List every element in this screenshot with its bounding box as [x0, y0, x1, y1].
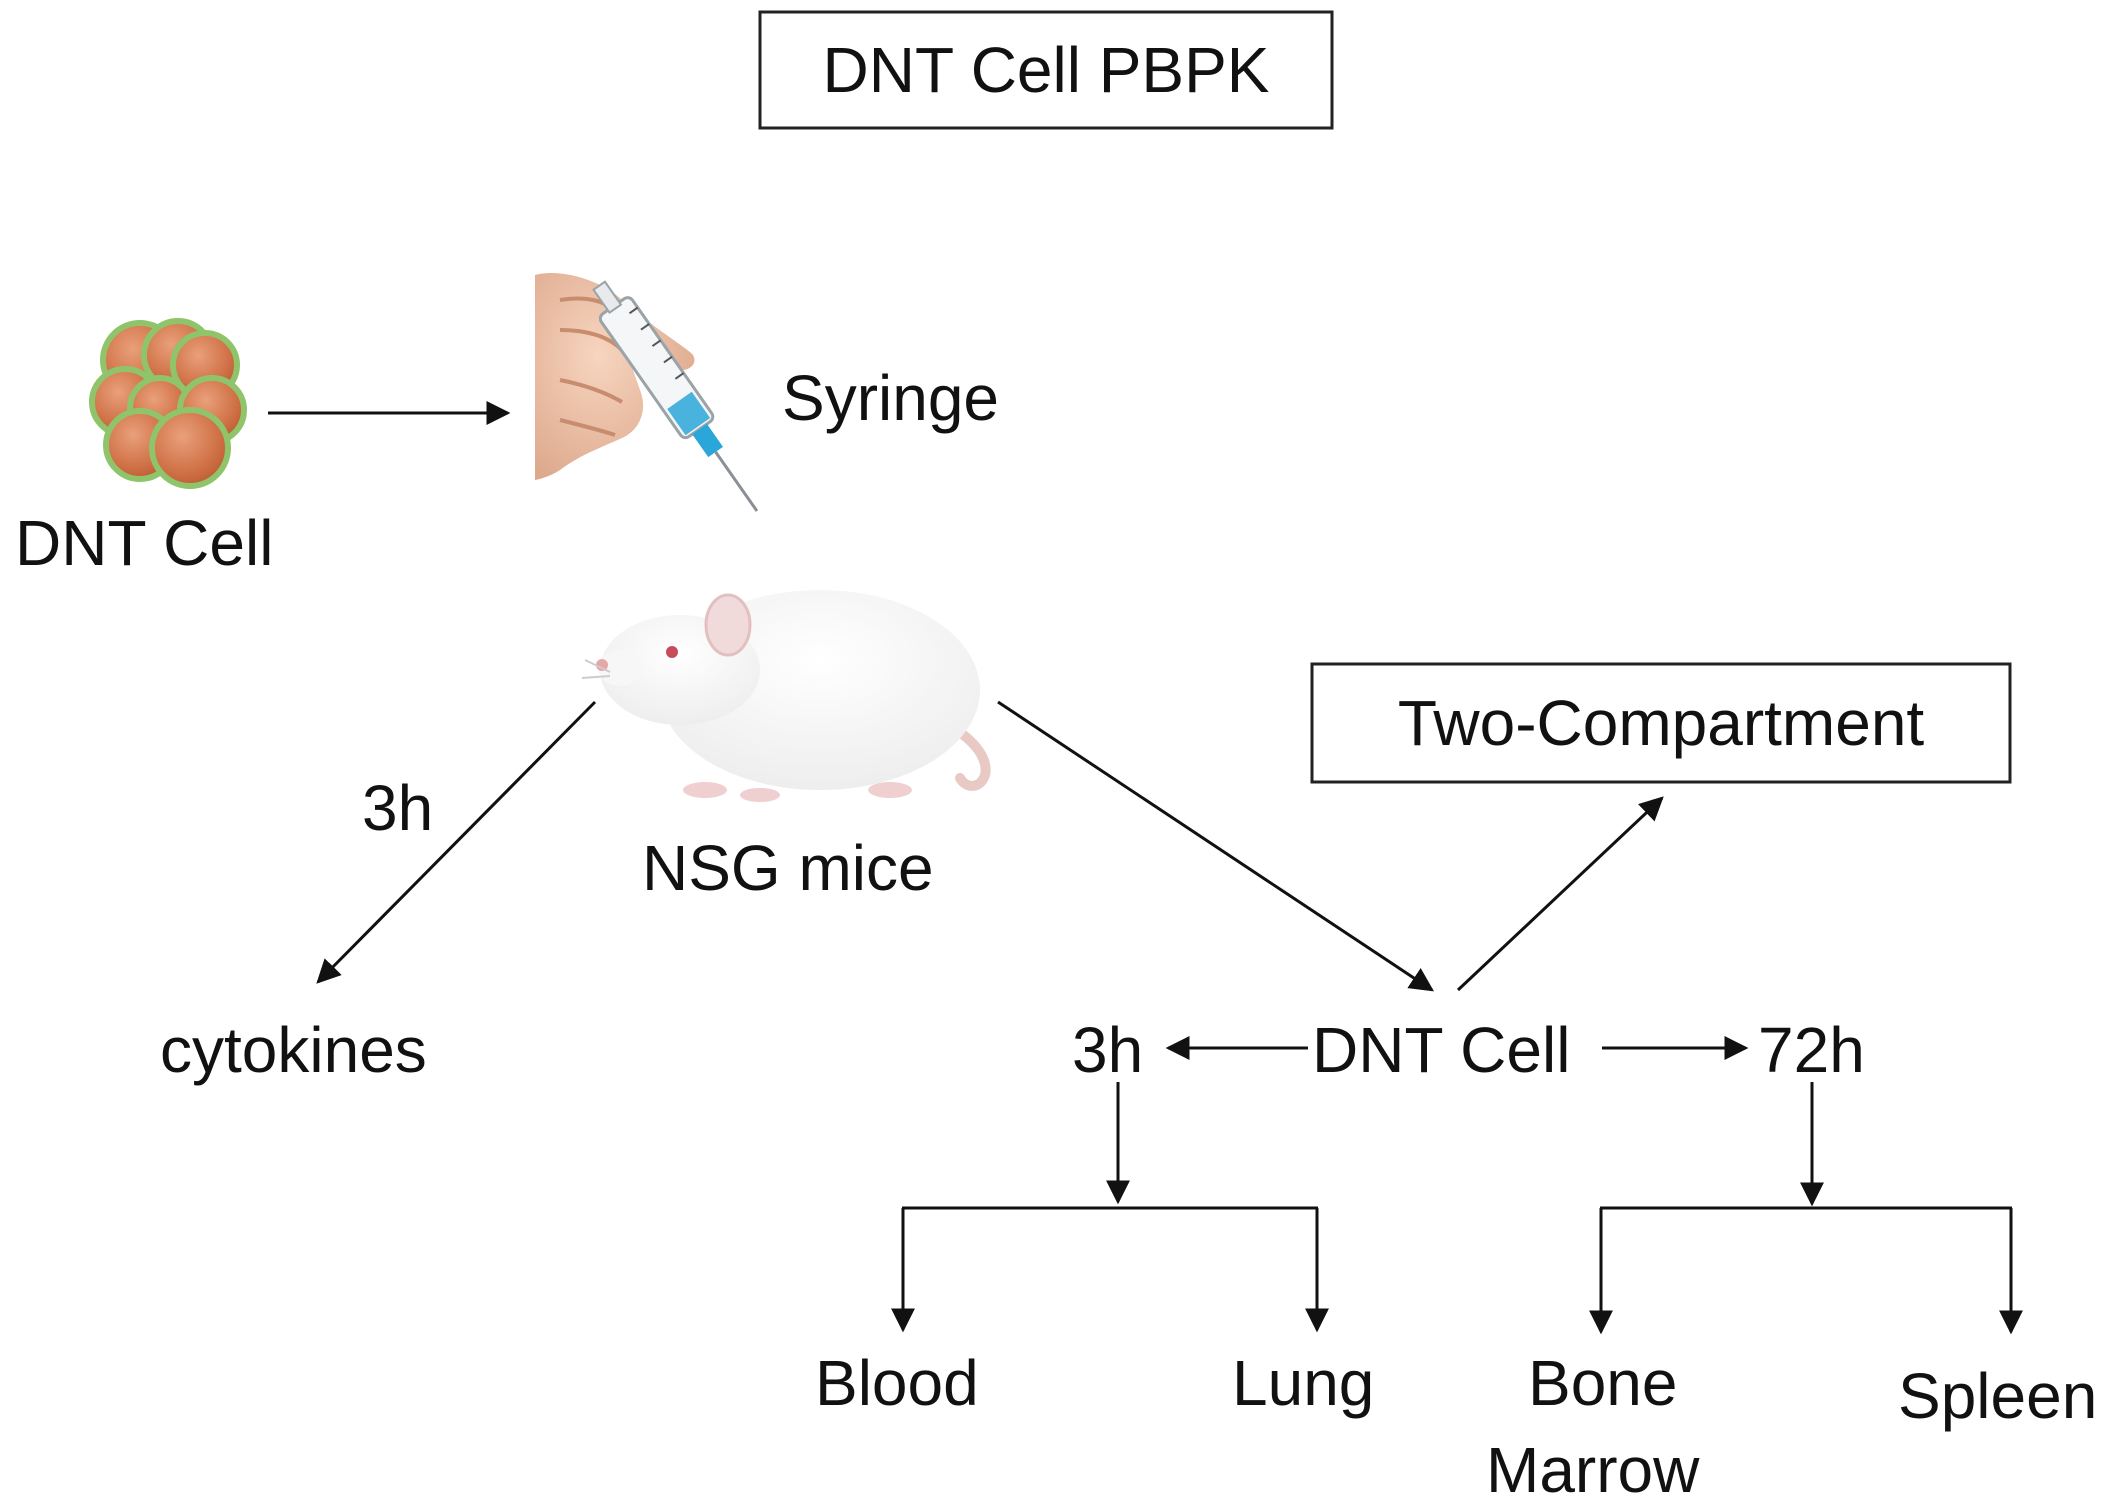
mouse-icon — [581, 590, 991, 802]
two-compartment-label: Two-Compartment — [1398, 687, 1925, 759]
title-box: DNT Cell PBPK — [758, 10, 1334, 130]
syringe-label: Syringe — [782, 362, 999, 434]
target-bone-marrow-line1: Bone — [1528, 1347, 1677, 1419]
target-lung-label: Lung — [1232, 1347, 1374, 1419]
arrow-mouse-to-cytokines — [316, 700, 597, 984]
center-dnt-cell-label: DNT Cell — [1312, 1014, 1570, 1086]
late-target-tree — [1589, 1082, 2023, 1335]
syringe-icon — [535, 272, 759, 512]
two-compartment-box: Two-Compartment — [1310, 662, 2012, 784]
target-blood-label: Blood — [815, 1347, 979, 1419]
mouse-label: NSG mice — [642, 832, 934, 904]
cytokines-label: cytokines — [160, 1014, 427, 1086]
dnt-cell-label: DNT Cell — [15, 507, 273, 579]
early-target-tree — [891, 1082, 1329, 1333]
late-time-label: 72h — [1758, 1014, 1865, 1086]
dnt-cell-cluster-icon — [89, 318, 247, 489]
target-spleen-label: Spleen — [1898, 1360, 2097, 1432]
arrow-mouse-to-dnt-cell — [997, 700, 1434, 992]
early-time-label: 3h — [1072, 1014, 1143, 1086]
target-bone-marrow-line2: Marrow — [1486, 1434, 1700, 1506]
diagram-title: DNT Cell PBPK — [823, 34, 1270, 106]
arrow-dnt-cell-to-model — [1456, 796, 1664, 992]
left-time-label: 3h — [362, 772, 433, 844]
